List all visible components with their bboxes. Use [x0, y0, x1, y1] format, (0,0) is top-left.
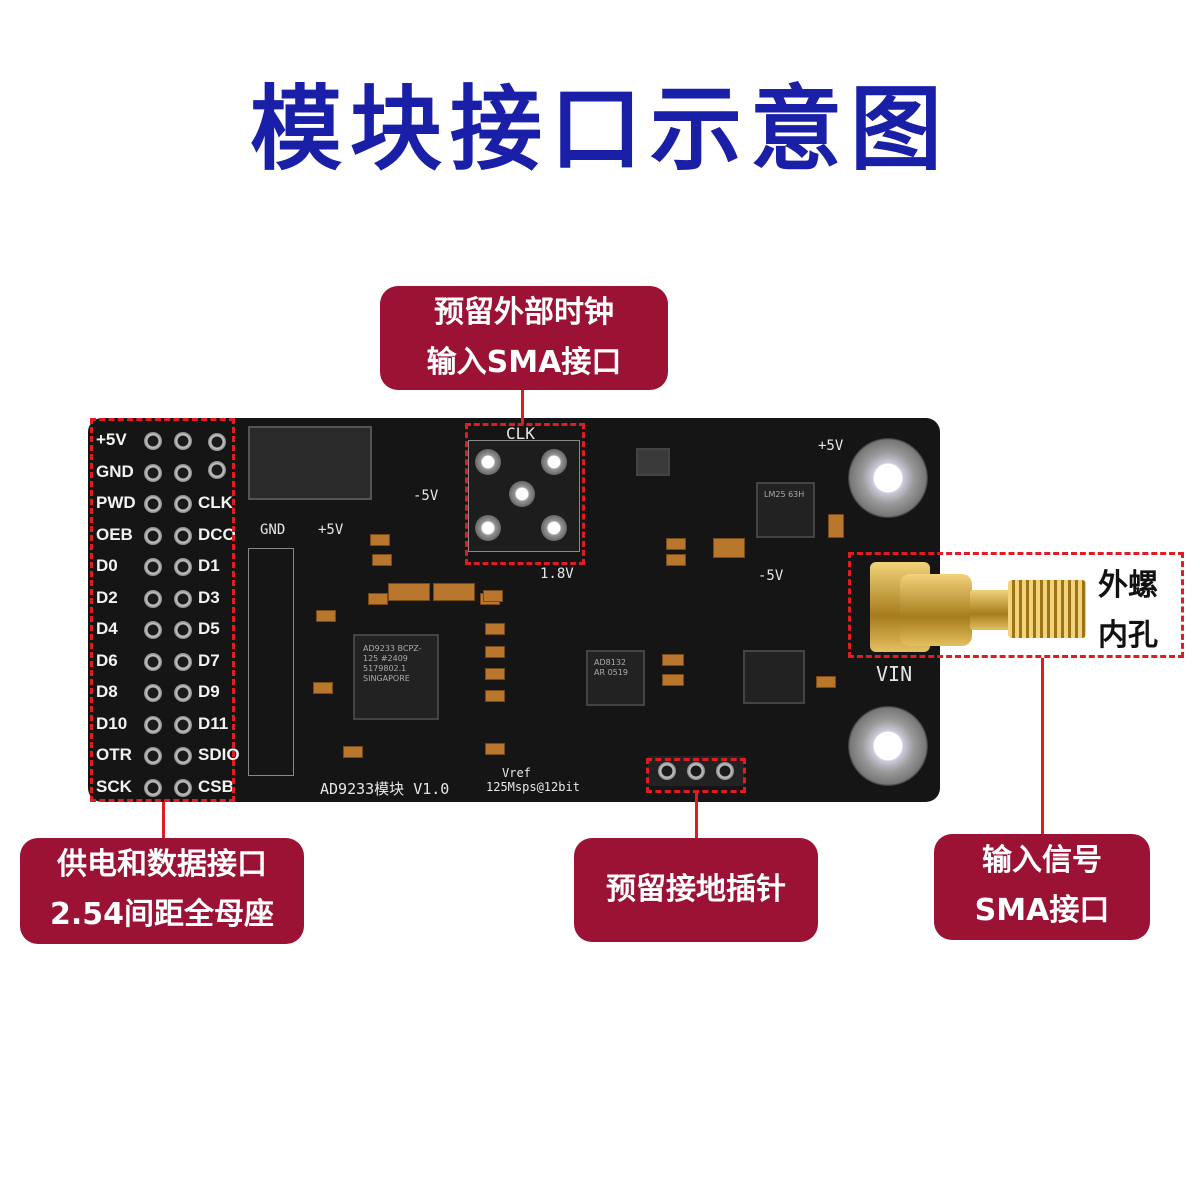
header-pin [144, 778, 162, 797]
signal-callout-line1: 输入信号 [982, 843, 1102, 878]
pin-label-left: SCK [96, 776, 132, 796]
resistor-networks [248, 548, 294, 776]
pin-label-right: D9 [198, 682, 220, 701]
board-name-silk: AD9233模块 V1.0 [320, 780, 450, 798]
header-pin [144, 589, 162, 608]
pin-label-left: D4 [96, 619, 118, 638]
header-pin [144, 715, 162, 734]
regulator-chip-marking: LM25 63H [764, 490, 805, 499]
minus5v-silk: -5V [413, 488, 439, 504]
pin-label-left: D2 [96, 587, 118, 607]
header-pin [144, 621, 162, 639]
header-pin [174, 684, 192, 702]
pin-label-left: GND [96, 461, 134, 481]
header-pin [174, 589, 192, 608]
power-callout-line1: 供电和数据接口 [57, 847, 267, 882]
header-pin [174, 495, 192, 513]
header-pin [174, 747, 192, 765]
pin-label-right: D5 [198, 619, 220, 638]
header-pin [144, 432, 162, 450]
adc-chip: AD9233 BCPZ-125 #2409 5179802.1 SINGAPOR… [353, 634, 439, 720]
header-pin [174, 652, 192, 671]
gnd-silk: GND [260, 522, 286, 538]
pin-label-left: PWD [96, 493, 136, 512]
vin-silk: VIN [876, 662, 913, 686]
header-pin [174, 778, 192, 797]
header-pin [174, 715, 192, 734]
pin-label-right: D7 [198, 650, 220, 670]
page-title: 模块接口示意图 [249, 76, 950, 183]
pin-label-left: D6 [96, 650, 118, 670]
signal-callout-line [1041, 658, 1044, 834]
v18-silk: 1.8V [540, 566, 574, 582]
header-pin [144, 747, 162, 765]
power-callout: 供电和数据接口 2.54间距全母座 [20, 838, 304, 944]
power-callout-line [162, 802, 165, 838]
header-pin [144, 495, 162, 513]
pin-label-right: D1 [198, 556, 220, 575]
clk-sma-footprint [468, 440, 580, 552]
header-pin [174, 432, 192, 450]
regulator-chip: LM25 63H [756, 482, 815, 538]
mounting-hole-bottom [848, 706, 928, 786]
pin-label-right: D11 [198, 713, 229, 733]
driver-chip [743, 650, 805, 704]
pin-label-right: CLK [198, 493, 233, 512]
power-data-header-highlight [90, 418, 235, 802]
amp-chip-marking: AD8132 AR 0519 [594, 658, 628, 677]
header-pin [208, 433, 226, 451]
vref-silk: Vref [502, 766, 531, 780]
ground-callout-line1: 预留接地插针 [606, 872, 786, 907]
ground-pin-header [648, 756, 744, 786]
clock-callout-line1: 预留外部时钟 [434, 295, 614, 330]
pin-label-right: CSB [198, 776, 234, 796]
clock-callout-line2: 输入SMA接口 [426, 345, 622, 380]
pin-label-right: DCO [198, 524, 236, 544]
board-spec-silk: 125Msps@12bit [486, 780, 580, 794]
header-pin [174, 621, 192, 639]
signal-callout: 输入信号 SMA接口 [934, 834, 1150, 940]
ground-pin-highlight [646, 758, 746, 793]
header-pin [174, 463, 192, 482]
pin-label-left: OTR [96, 745, 132, 764]
header-pin [144, 526, 162, 545]
minus5v-silk-2: -5V [758, 568, 784, 584]
mounting-hole-top [848, 438, 928, 518]
signal-callout-line2: SMA接口 [974, 893, 1110, 928]
header-pin [174, 526, 192, 545]
adc-chip-marking: AD9233 BCPZ-125 #2409 5179802.1 SINGAPOR… [363, 644, 422, 683]
inductor [636, 448, 670, 476]
pin-label-left: D10 [96, 713, 128, 733]
clk-callout-line [521, 388, 524, 424]
header-pin [174, 558, 192, 576]
pin-label-left: D8 [96, 682, 118, 701]
ground-callout: 预留接地插针 [574, 838, 818, 942]
header-pin [144, 463, 162, 482]
ground-callout-line [695, 793, 698, 839]
header-pin [144, 558, 162, 576]
input-sma-highlight [848, 552, 1184, 658]
clk-sma-highlight [465, 423, 585, 565]
plus5v-silk: +5V [318, 522, 344, 538]
pin-label-right: SDIO [198, 745, 240, 764]
pin-label-right: D3 [198, 587, 220, 607]
header-pin [144, 652, 162, 671]
clk-silk: CLK [506, 424, 535, 443]
clock-callout: 预留外部时钟 输入SMA接口 [380, 286, 668, 390]
pin-label-left: +5V [96, 430, 127, 449]
power-callout-line2: 2.54间距全母座 [49, 897, 275, 932]
terminal-block [248, 426, 372, 500]
header-pin [144, 684, 162, 702]
pin-label-left: D0 [96, 556, 118, 575]
thread-label-line1: 外螺 [1098, 568, 1158, 603]
amp-chip: AD8132 AR 0519 [586, 650, 645, 706]
pin-label-left: OEB [96, 524, 133, 544]
header-pin [208, 461, 226, 479]
plus5v-silk-2: +5V [818, 438, 844, 454]
thread-label-line2: 内孔 [1098, 618, 1158, 653]
